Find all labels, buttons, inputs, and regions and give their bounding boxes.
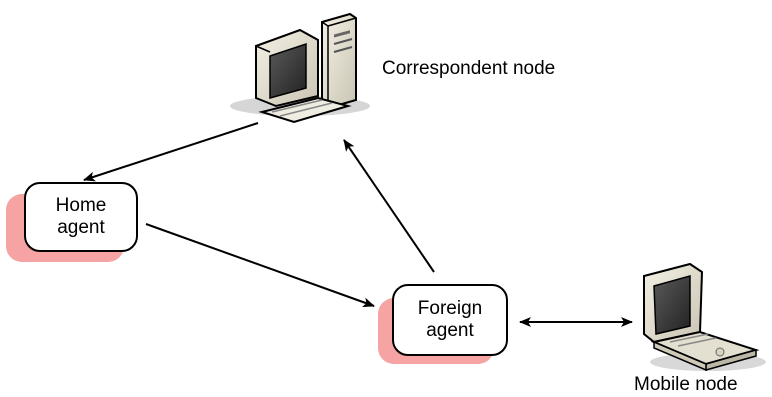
arrow-foreign-to-correspondent (343, 139, 435, 273)
laptop-icon (643, 262, 766, 372)
foreign-agent-line1: Foreign (417, 298, 483, 319)
home-agent-box: Home agent (24, 182, 138, 252)
desktop-computer-icon (230, 12, 370, 124)
mobile-node-label: Mobile node (634, 374, 738, 395)
correspondent-node-label: Correspondent node (382, 58, 556, 79)
foreign-agent-line2: agent (426, 320, 474, 341)
foreign-agent-box: Foreign agent (392, 284, 508, 356)
home-agent-line1: Home (55, 195, 107, 216)
home-agent-line2: agent (57, 217, 105, 238)
arrow-home-to-foreign (145, 223, 375, 307)
arrow-correspondent-to-home (83, 122, 259, 182)
